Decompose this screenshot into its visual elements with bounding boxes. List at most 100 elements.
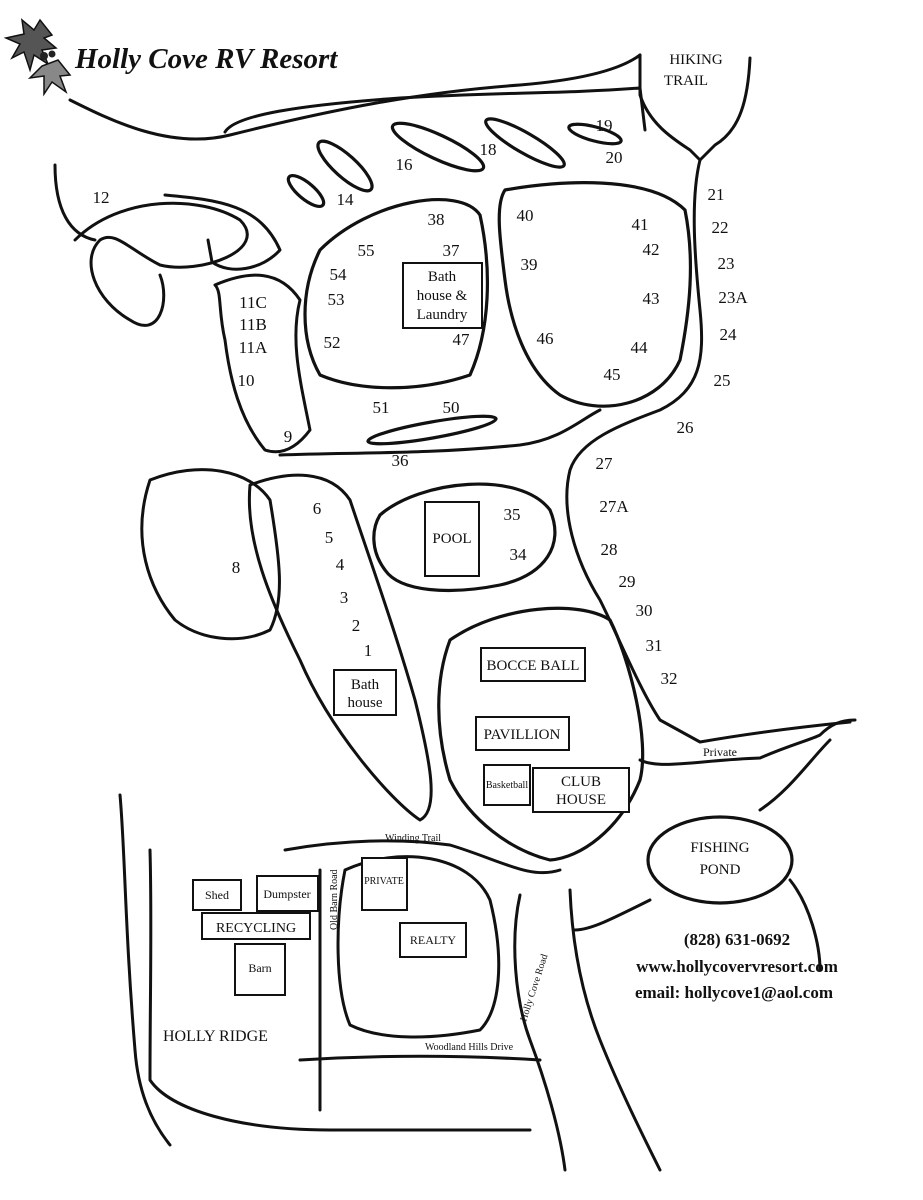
- site-12-loop: [73, 201, 249, 327]
- club-house-building[interactable]: [532, 767, 630, 813]
- site-number-38[interactable]: 38: [428, 210, 445, 229]
- site-number-53[interactable]: 53: [328, 290, 345, 309]
- site-number-9[interactable]: 9: [284, 427, 293, 446]
- contact-phone: (828) 631-0692: [684, 930, 790, 949]
- site-number-19[interactable]: 19: [596, 116, 613, 135]
- bocce-court[interactable]: [480, 647, 586, 682]
- west-road: [53, 163, 282, 271]
- pool-label: POOL: [432, 531, 471, 547]
- fishing-pond-line-1: FISHING: [690, 840, 749, 856]
- site-number-25[interactable]: 25: [714, 371, 731, 390]
- site-number-34[interactable]: 34: [510, 545, 528, 564]
- site-number-36[interactable]: 36: [392, 451, 409, 470]
- site-number-32[interactable]: 32: [661, 669, 678, 688]
- winding-trail-road: [118, 793, 562, 1147]
- site-number-41[interactable]: 41: [632, 215, 649, 234]
- contact-website[interactable]: www.hollycovervresort.com: [636, 957, 838, 976]
- site-number-1[interactable]: 1: [364, 641, 373, 660]
- woodland-hills-road: [298, 1054, 542, 1062]
- lot-52-55: [303, 198, 490, 390]
- site-number-51[interactable]: 51: [373, 398, 390, 417]
- site-number-55[interactable]: 55: [358, 241, 375, 260]
- recycling-label: RECYCLING: [216, 921, 296, 936]
- site-island-14: [286, 173, 326, 209]
- site-island-18b: [484, 117, 566, 169]
- site-number-47[interactable]: 47: [453, 330, 471, 349]
- site-number-29[interactable]: 29: [619, 572, 636, 591]
- realty-building[interactable]: [399, 922, 467, 958]
- winding-trail-label: Winding Trail: [385, 833, 441, 844]
- north-road: [68, 53, 642, 141]
- site-number-16[interactable]: 16: [396, 155, 413, 174]
- site-number-11b[interactable]: 11B: [239, 315, 267, 334]
- site-number-4[interactable]: 4: [336, 555, 345, 574]
- site-number-54[interactable]: 54: [330, 265, 348, 284]
- barn-building[interactable]: [234, 943, 286, 996]
- site-number-42[interactable]: 42: [643, 240, 660, 259]
- bath-laundry-building[interactable]: [402, 262, 483, 329]
- private-road-label: Private: [703, 745, 737, 759]
- site-number-24[interactable]: 24: [720, 325, 738, 344]
- site-number-2[interactable]: 2: [352, 616, 361, 635]
- site-number-45[interactable]: 45: [604, 365, 621, 384]
- central-road: [278, 408, 602, 457]
- site-number-3[interactable]: 3: [340, 588, 349, 607]
- site-number-10[interactable]: 10: [238, 371, 255, 390]
- holly-ridge-label: HOLLY RIDGE: [163, 1028, 268, 1045]
- recycling-building[interactable]: [201, 912, 311, 940]
- lot-clubhouse: [437, 606, 645, 862]
- bath-house-line-1: Bath: [351, 677, 380, 693]
- pool-building[interactable]: [424, 501, 480, 577]
- site-number-30[interactable]: 30: [636, 601, 653, 620]
- site-number-43[interactable]: 43: [643, 289, 660, 308]
- shed-building[interactable]: [192, 879, 242, 911]
- site-number-46[interactable]: 46: [537, 329, 554, 348]
- lot-39-46: [497, 181, 693, 408]
- site-number-37[interactable]: 37: [443, 241, 461, 260]
- realty-label: REALTY: [410, 933, 457, 947]
- bath-house-building[interactable]: [333, 669, 397, 716]
- site-number-22[interactable]: 22: [712, 218, 729, 237]
- site-number-27[interactable]: 27: [596, 454, 614, 473]
- site-number-5[interactable]: 5: [325, 528, 334, 547]
- site-number-14[interactable]: 14: [337, 190, 355, 209]
- holly-cove-road-label: Holly Cove Road: [518, 953, 550, 1023]
- site-number-6[interactable]: 6: [313, 499, 322, 518]
- private-building[interactable]: [361, 857, 408, 911]
- club-house-line-2: HOUSE: [556, 792, 606, 808]
- hiking-trail-line-1: HIKING: [669, 52, 722, 68]
- site-island-19: [567, 122, 623, 146]
- site-number-40[interactable]: 40: [517, 206, 534, 225]
- site-number-23[interactable]: 23: [718, 254, 735, 273]
- site-number-28[interactable]: 28: [601, 540, 618, 559]
- site-number-50[interactable]: 50: [443, 398, 460, 417]
- pavillion-label: PAVILLION: [484, 727, 561, 743]
- site-number-31[interactable]: 31: [646, 636, 663, 655]
- pavillion-building[interactable]: [475, 716, 570, 751]
- site-number-23a[interactable]: 23A: [718, 288, 748, 307]
- site-number-11c[interactable]: 11C: [239, 293, 267, 312]
- site-1-6-strip: [247, 473, 433, 822]
- hiking-trail-line-2: TRAIL: [664, 73, 708, 89]
- dumpster-label: Dumpster: [263, 887, 310, 901]
- contact-email[interactable]: email: hollycove1@aol.com: [635, 983, 833, 1002]
- site-number-11a[interactable]: 11A: [239, 338, 268, 357]
- site-number-52[interactable]: 52: [324, 333, 341, 352]
- site-number-26[interactable]: 26: [677, 418, 694, 437]
- bath-house-line-2: house: [348, 695, 383, 711]
- lot-pool: [372, 482, 557, 593]
- site-number-35[interactable]: 35: [504, 505, 521, 524]
- site-number-8[interactable]: 8: [232, 558, 241, 577]
- site-number-18[interactable]: 18: [480, 140, 497, 159]
- private-building-label: PRIVATE: [364, 876, 404, 887]
- site-number-27a[interactable]: 27A: [599, 497, 629, 516]
- site-number-39[interactable]: 39: [521, 255, 538, 274]
- site-number-20[interactable]: 20: [606, 148, 623, 167]
- site-number-12[interactable]: 12: [93, 188, 110, 207]
- site-number-21[interactable]: 21: [708, 185, 725, 204]
- pond-creek: [573, 718, 857, 972]
- basketball-court[interactable]: [483, 764, 531, 806]
- site-number-44[interactable]: 44: [631, 338, 649, 357]
- hiking-trail-path: [638, 53, 752, 162]
- dumpster-building[interactable]: [256, 875, 319, 912]
